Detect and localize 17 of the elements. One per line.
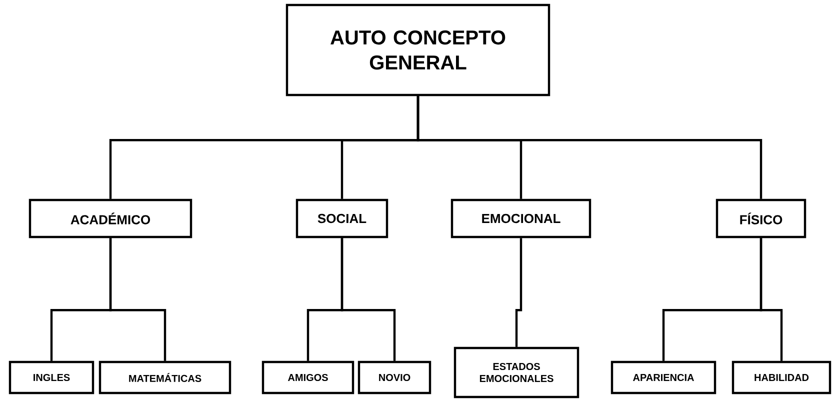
connector <box>760 238 783 361</box>
connector <box>109 238 166 361</box>
concept-box: INGLES <box>8 360 94 394</box>
connector <box>515 238 522 347</box>
concept-box: EMOCIONAL <box>450 198 592 238</box>
concept-box: AUTO CONCEPTO GENERAL <box>286 4 550 96</box>
concept-box: ACADÉMICO <box>28 198 192 238</box>
connector <box>416 96 762 199</box>
connector <box>340 238 396 361</box>
concept-box: APARIENCIA <box>610 360 716 394</box>
concept-box: HABILIDAD <box>732 360 832 394</box>
concept-box: SOCIAL <box>296 198 388 238</box>
concept-box: AMIGOS <box>262 360 354 394</box>
concept-box: FÍSICO <box>716 198 806 238</box>
concept-box: MATEMÁTICAS <box>98 360 232 394</box>
concept-box: NOVIO <box>358 360 432 394</box>
concept-box: ESTADOS EMOCIONALES <box>454 346 580 398</box>
